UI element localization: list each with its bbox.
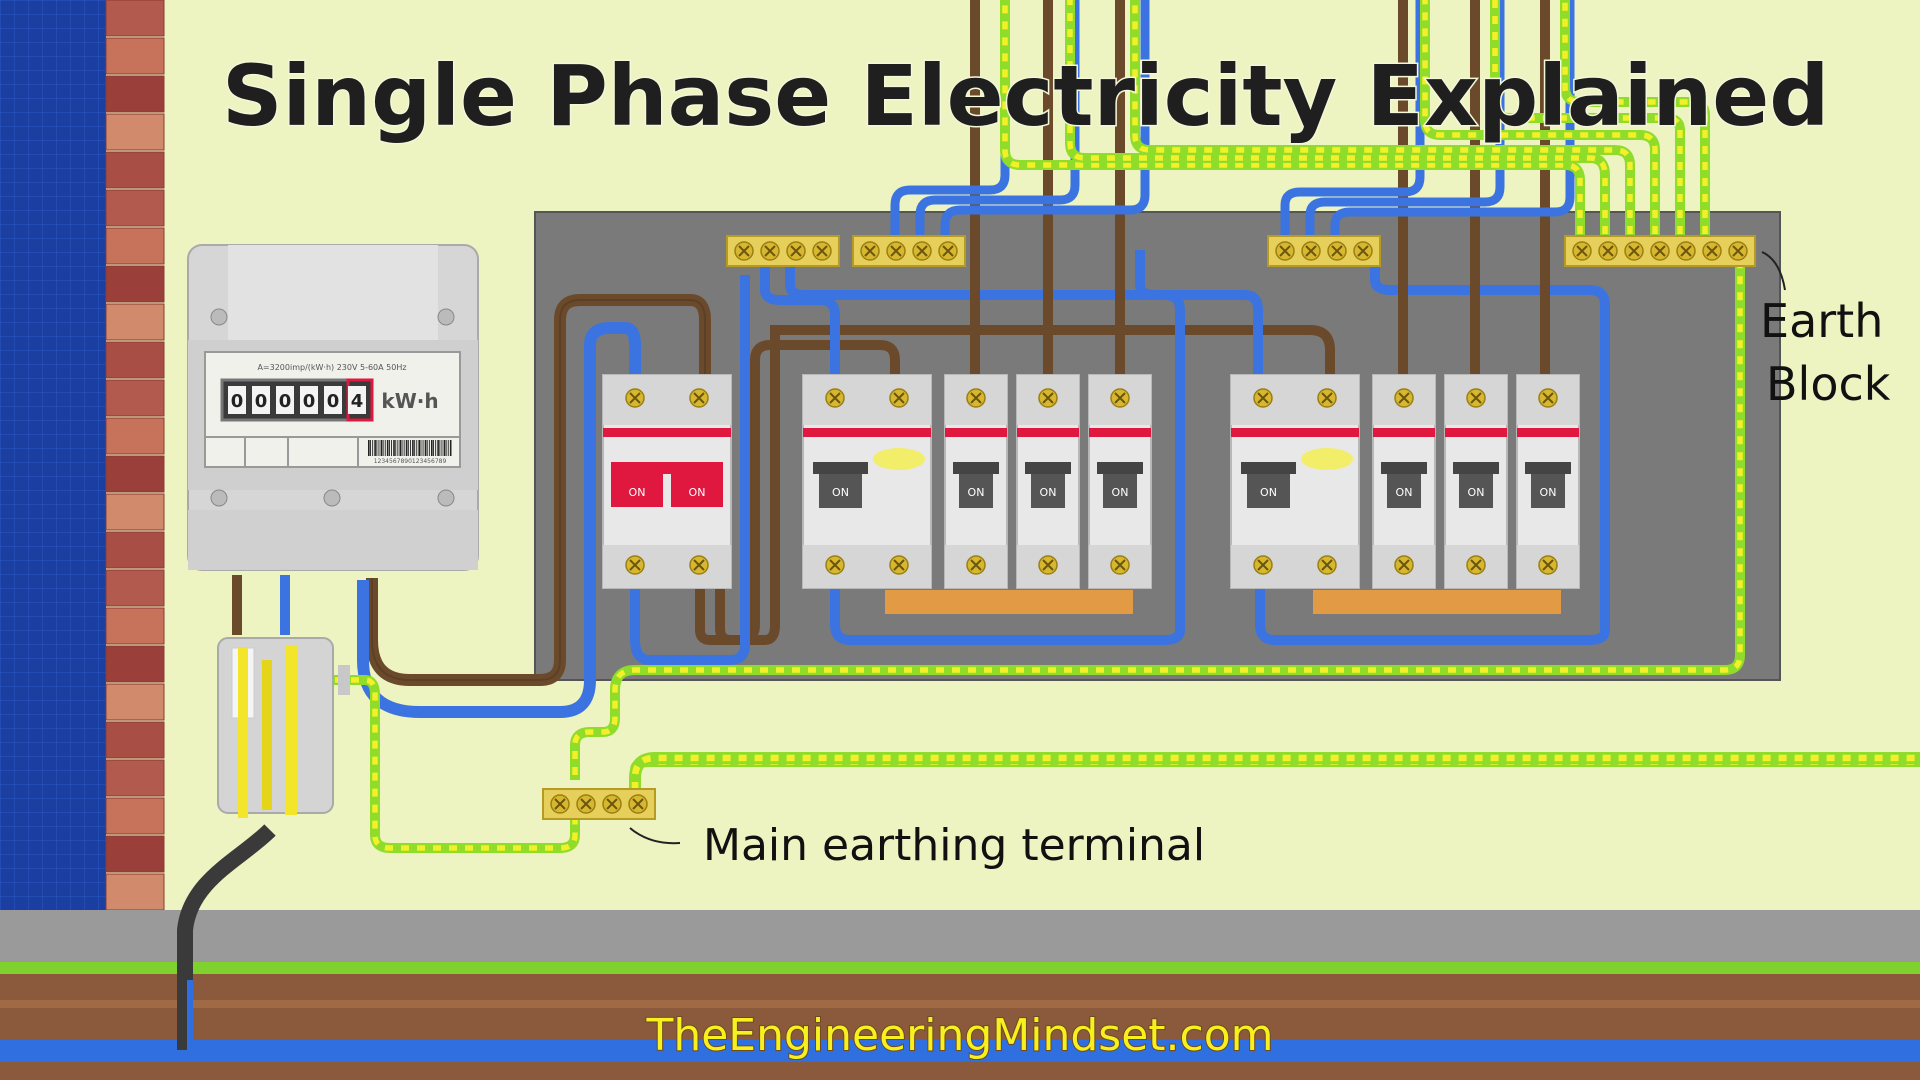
mcb-breaker: ON xyxy=(944,374,1008,589)
busbar-left xyxy=(885,590,1133,614)
mcb-breaker: ON xyxy=(1088,374,1152,589)
meter-digit-box xyxy=(276,386,294,414)
earth-wiring xyxy=(330,0,1920,853)
meter-digit: 0 xyxy=(279,391,292,412)
brick-wall xyxy=(105,0,165,949)
rcd-breaker: ON xyxy=(802,374,932,589)
meter-barcode-number: 1234567890123456789 xyxy=(374,458,447,465)
meter-digit: 0 xyxy=(327,391,340,412)
switch-on-label: ON xyxy=(1260,486,1277,499)
main-earthing-terminal xyxy=(542,788,656,820)
mcb-breaker: ON xyxy=(1444,374,1508,589)
rcd-test-indicator xyxy=(1301,448,1353,470)
meter-digit-box xyxy=(324,386,342,414)
mcb-breaker: ON xyxy=(1016,374,1080,589)
met-leader xyxy=(629,827,681,845)
meter-header-text: A=3200imp/(kW·h) 230V 5-60A 50Hz xyxy=(257,363,406,372)
rcd-test-indicator xyxy=(873,448,925,470)
busbar-right xyxy=(1313,590,1561,614)
meter-digit: 4 xyxy=(351,391,364,412)
meter-digit-box xyxy=(228,386,246,414)
page-title: Single Phase Electricity Explained xyxy=(222,47,1829,145)
rcd-breaker: ON xyxy=(1230,374,1360,589)
switch-on-label: ON xyxy=(1396,486,1413,499)
switch-on-label: ON xyxy=(1112,486,1129,499)
grass-strip xyxy=(0,962,1920,974)
website-footer: TheEngineeringMindset.com xyxy=(645,1010,1273,1061)
underground-cable xyxy=(0,1040,1920,1062)
switch-on-label: ON xyxy=(968,486,985,499)
switch-on-label: ON xyxy=(689,486,706,499)
main-breaker: ON ON xyxy=(602,374,732,589)
meter-digit-box xyxy=(348,386,366,414)
meter-digit-box xyxy=(300,386,318,414)
neutral-bar-rcd2-circuits xyxy=(1267,235,1381,267)
floor-slab xyxy=(0,910,1920,962)
meter-barcode xyxy=(368,440,452,456)
service-cable xyxy=(177,824,276,1050)
neutral-bar-rcd1 xyxy=(726,235,840,267)
earth-block-leader xyxy=(1761,251,1786,291)
switch-on-label: ON xyxy=(1468,486,1485,499)
earth-block xyxy=(1564,235,1756,267)
earth-block-label-line1: Earth xyxy=(1760,294,1883,348)
meter-digit: 0 xyxy=(255,391,268,412)
wiring xyxy=(357,0,1610,718)
main-earthing-terminal-label: Main earthing terminal xyxy=(703,820,1205,871)
soil-layer xyxy=(0,1000,1920,1008)
neutral-bar-rcd1-circuits xyxy=(852,235,966,267)
meter-unit: kW·h xyxy=(381,389,438,413)
switch-on-label: ON xyxy=(1540,486,1557,499)
soil xyxy=(0,974,1920,1080)
cutout-fuse-unit xyxy=(217,575,350,818)
breakers: ON ON ON ON ON ON ON ON ON ON xyxy=(602,374,1580,589)
switch-on-label: ON xyxy=(832,486,849,499)
switch-on-label: ON xyxy=(629,486,646,499)
meter-digit: 0 xyxy=(231,391,244,412)
blueprint-strip xyxy=(0,0,106,960)
meter-digit: 0 xyxy=(303,391,316,412)
mcb-breaker: ON xyxy=(1372,374,1436,589)
earth-block-label-line2: Block xyxy=(1766,357,1891,411)
terminal-blocks xyxy=(542,235,1756,820)
meter-digit-box xyxy=(252,386,270,414)
switch-on-label: ON xyxy=(1040,486,1057,499)
mcb-breaker: ON xyxy=(1516,374,1580,589)
